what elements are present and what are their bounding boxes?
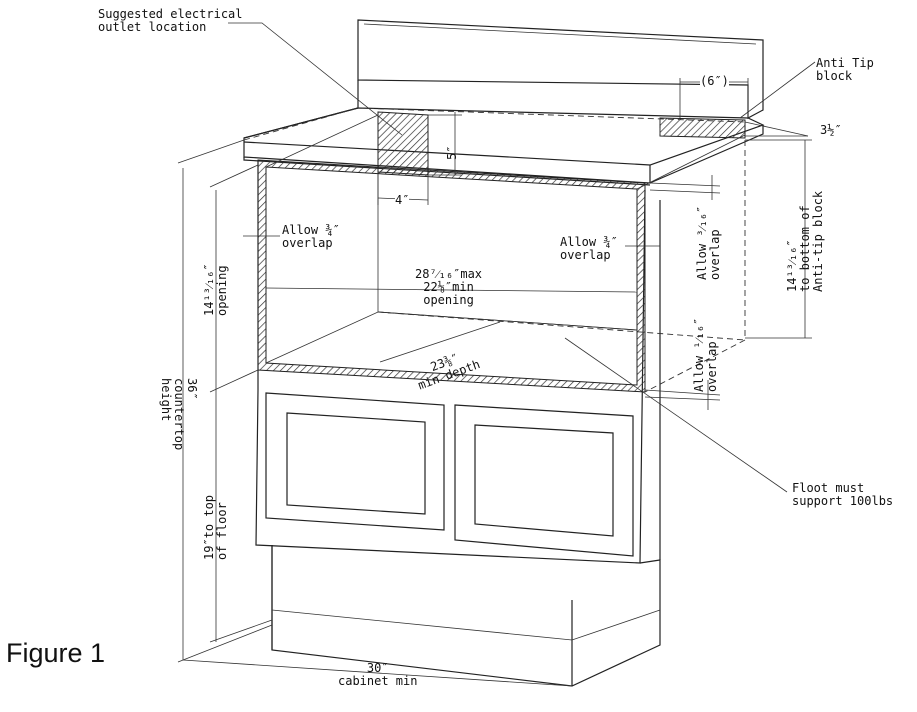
- countertop-height-label: 36″ countertop height: [159, 378, 199, 451]
- countertop: [243, 107, 765, 186]
- allow-right-label: Allow ¾″ overlap: [560, 235, 618, 262]
- opening-frame: [257, 114, 746, 393]
- five-inch-label: 5″: [445, 145, 459, 160]
- figure-label: Figure 1: [6, 638, 106, 668]
- drawer-right: [454, 404, 634, 557]
- cabinet-width-label: 30″ cabinet min: [338, 661, 418, 688]
- hidden-lines: [243, 107, 746, 393]
- opening-height-label: 14¹³⁄₁₆″ opening: [202, 263, 229, 316]
- floor-height-label: 19″to top of floor: [202, 494, 229, 560]
- drawer-left: [265, 392, 445, 531]
- opening-width-label: 28⁷⁄₁₆″max 22⅛″min opening: [415, 267, 483, 307]
- cabinet-body: [255, 160, 661, 687]
- outlet-label: Suggested electrical outlet location: [98, 7, 243, 34]
- anti-tip-block: [659, 117, 746, 139]
- four-inch-label: 4″: [395, 193, 410, 207]
- dimension-lines: [177, 22, 816, 687]
- six-inch-label: (6″): [700, 74, 729, 88]
- anti-tip-height-label: 14¹³⁄₁₆″ to bottom of Anti-tip block: [785, 190, 825, 292]
- anti-tip-label: Anti Tip block: [816, 56, 874, 83]
- floor-note-label: Floot must support 100lbs: [792, 481, 894, 508]
- allow-top-label: Allow ³⁄₁₆″ overlap: [695, 205, 722, 280]
- three-half-label: 3½″: [820, 123, 842, 137]
- allow-left-label: Allow ¾″ overlap: [282, 223, 340, 250]
- allow-bottom-label: Allow ¹⁄₁₆″ overlap: [692, 317, 719, 392]
